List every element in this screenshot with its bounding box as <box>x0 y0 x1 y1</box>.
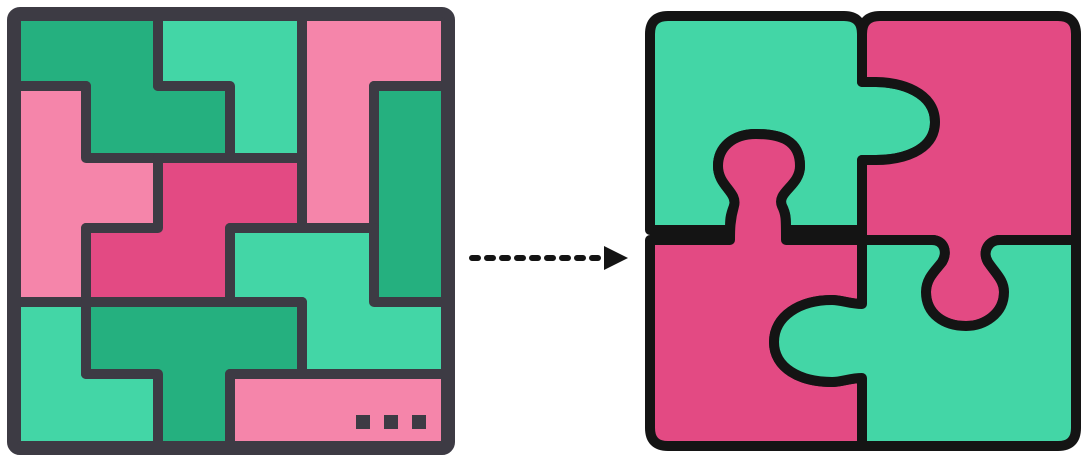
tetromino-green-dark-right-bar <box>369 81 451 307</box>
dotted-arrow-icon <box>469 246 628 270</box>
jigsaw-puzzle-icon <box>645 11 1081 451</box>
tetromino-pink-light-bottom-right <box>225 369 451 451</box>
arrow-head <box>604 246 628 270</box>
puzzle-piece-bottom-right <box>769 235 1081 451</box>
ellipsis-dot <box>356 415 370 429</box>
grid-frame <box>7 7 455 455</box>
ellipsis-dot <box>412 415 426 429</box>
tetris-blocks-icon <box>7 7 455 455</box>
ellipsis-dots <box>356 415 426 429</box>
ellipsis-dot <box>384 415 398 429</box>
